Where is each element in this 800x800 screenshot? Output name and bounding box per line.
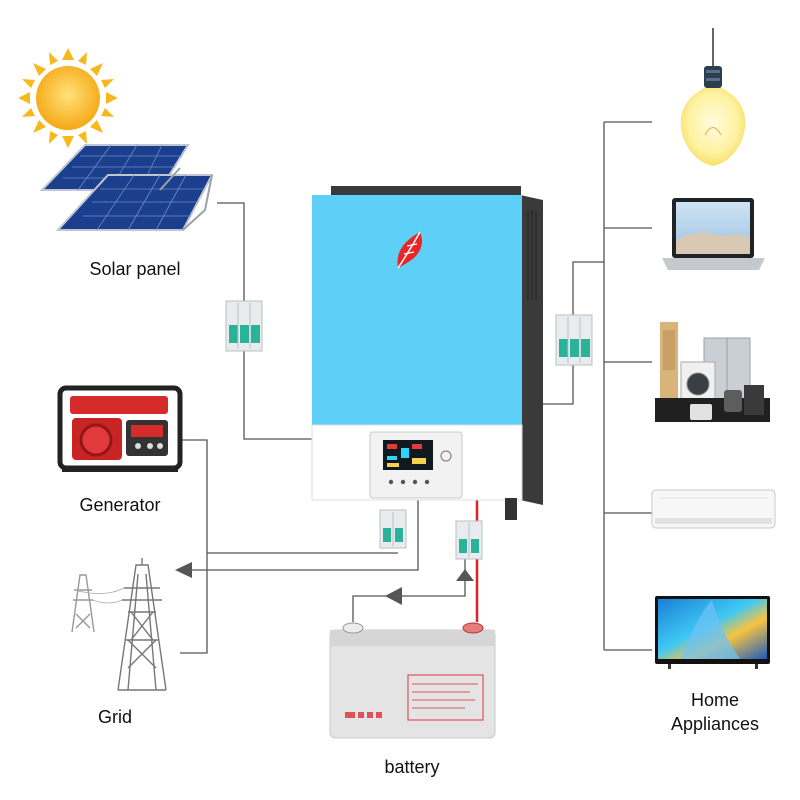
breaker-icon bbox=[225, 300, 263, 352]
battery-label: battery bbox=[384, 757, 440, 777]
breaker-icon bbox=[555, 314, 593, 366]
leaf-logo-icon bbox=[397, 231, 422, 269]
solar-panel-icon bbox=[39, 144, 214, 231]
arrow-icon bbox=[175, 562, 192, 578]
wire-battery-negative bbox=[352, 540, 466, 622]
arrow-icon bbox=[385, 587, 402, 605]
air-conditioner-icon bbox=[651, 489, 776, 529]
solar-panel-label: Solar panel bbox=[89, 259, 181, 279]
generator-icon bbox=[57, 385, 183, 472]
generator-label: Generator bbox=[79, 495, 161, 515]
home-appliances-label-line1: Home bbox=[690, 690, 739, 710]
wire-grid bbox=[185, 500, 419, 571]
wire-generator bbox=[180, 439, 208, 654]
tv-icon bbox=[655, 596, 770, 669]
breaker-icon bbox=[455, 520, 483, 560]
home-appliances-label: Home Appliances bbox=[645, 688, 785, 736]
arrow-icon bbox=[456, 569, 474, 581]
battery-icon bbox=[329, 622, 496, 739]
light-bulb-icon bbox=[680, 28, 746, 166]
inverter-icon bbox=[311, 186, 543, 520]
appliances-icon bbox=[655, 322, 770, 422]
grid-label: Grid bbox=[97, 707, 132, 727]
sun-icon bbox=[18, 48, 118, 148]
laptop-icon bbox=[662, 198, 765, 270]
home-appliances-label-line2: Appliances bbox=[670, 714, 760, 734]
pylon-icon bbox=[71, 558, 167, 691]
breaker-icon bbox=[379, 509, 407, 549]
